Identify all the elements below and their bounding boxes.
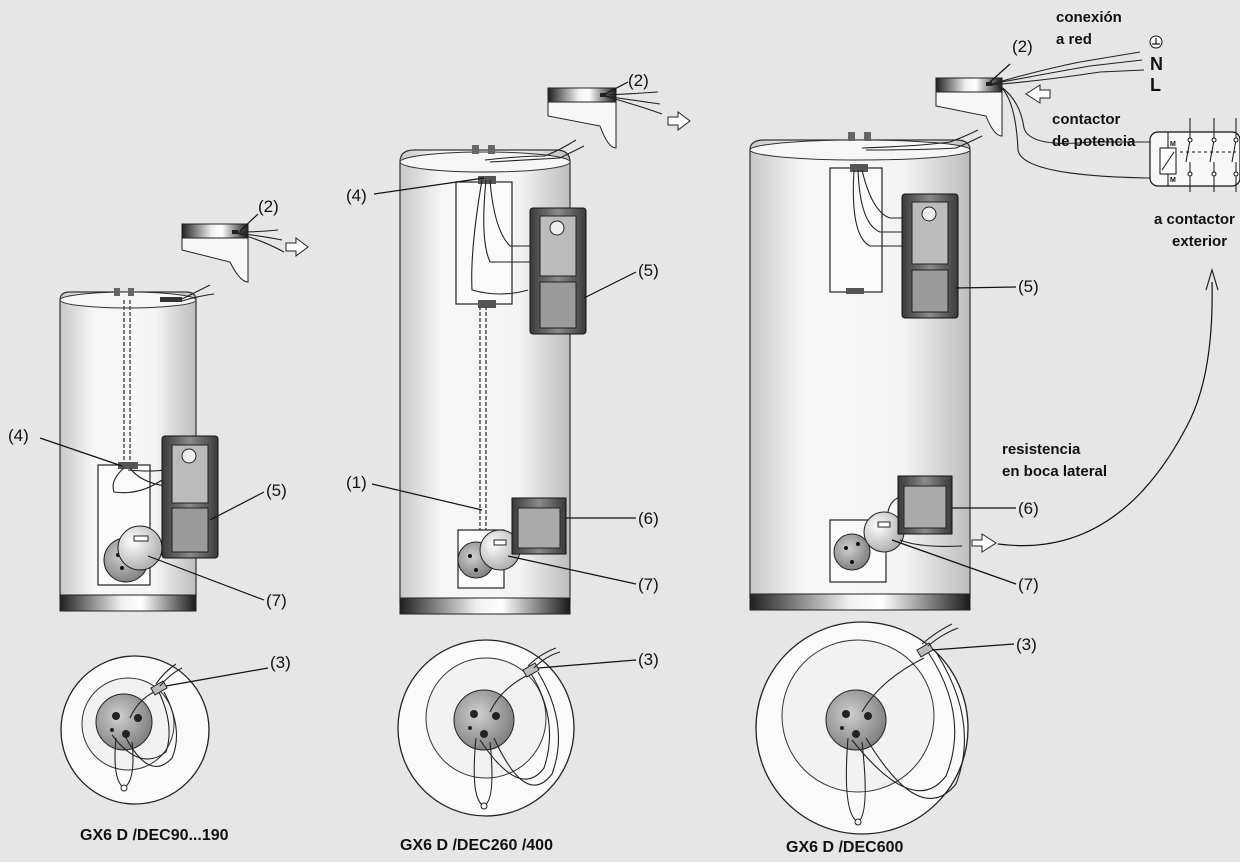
connection-detail-small: (2)	[181, 197, 309, 283]
label-3-medium: (3)	[638, 650, 659, 669]
label-2-medium: (2)	[628, 71, 649, 90]
label-3-small: (3)	[270, 653, 291, 672]
tank-large	[749, 129, 983, 611]
label-6-medium: (6)	[638, 509, 659, 528]
label-7-medium: (7)	[638, 575, 659, 594]
m-label-bottom: M	[1170, 177, 1176, 184]
label-5-medium: (5)	[638, 261, 659, 280]
label-5-large: (5)	[1018, 277, 1039, 296]
flange-detail-large	[755, 621, 1015, 835]
m-label-top: M	[1170, 141, 1176, 148]
label-4-medium: (4)	[346, 186, 367, 205]
flange-detail-medium	[397, 639, 637, 817]
arrow-up-icon	[1205, 267, 1219, 291]
resistance-label-2: en boca lateral	[1002, 463, 1107, 480]
flange-detail-small	[60, 655, 269, 805]
contactor-label-2: de potencia	[1052, 133, 1136, 150]
label-1-medium: (1)	[346, 473, 367, 492]
conexion-label-1: conexión	[1056, 9, 1122, 26]
hollow-arrow-icon	[1025, 84, 1051, 104]
label-6-large: (6)	[1018, 499, 1039, 518]
hollow-arrow-icon	[971, 533, 997, 553]
conexion-label-2: a red	[1056, 31, 1092, 48]
resistance-label-1: resistencia	[1002, 441, 1081, 458]
connection-detail-medium	[547, 81, 691, 149]
label-7-small: (7)	[266, 591, 287, 610]
label-5-small: (5)	[266, 481, 287, 500]
ext-contactor-label-1: a contactor	[1154, 211, 1235, 228]
label-2-large: (2)	[1012, 37, 1033, 56]
label-7-large: (7)	[1018, 575, 1039, 594]
model-label-small: GX6 D /DEC90...190	[80, 827, 229, 844]
tank-medium	[399, 139, 587, 615]
contactor-label-1: contactor	[1052, 111, 1121, 128]
line-label: L	[1150, 75, 1161, 95]
connection-detail-large	[935, 35, 1163, 179]
tank-small	[59, 284, 219, 612]
model-label-medium: GX6 D /DEC260 /400	[400, 837, 553, 854]
label-4-small: (4)	[8, 426, 29, 445]
label-3-large: (3)	[1016, 635, 1037, 654]
model-label-large: GX6 D /DEC600	[786, 839, 903, 856]
ext-contactor-label-2: exterior	[1172, 233, 1227, 250]
label-2-small: (2)	[258, 197, 279, 216]
power-contactor	[1149, 118, 1240, 192]
neutral-label: N	[1150, 54, 1163, 74]
